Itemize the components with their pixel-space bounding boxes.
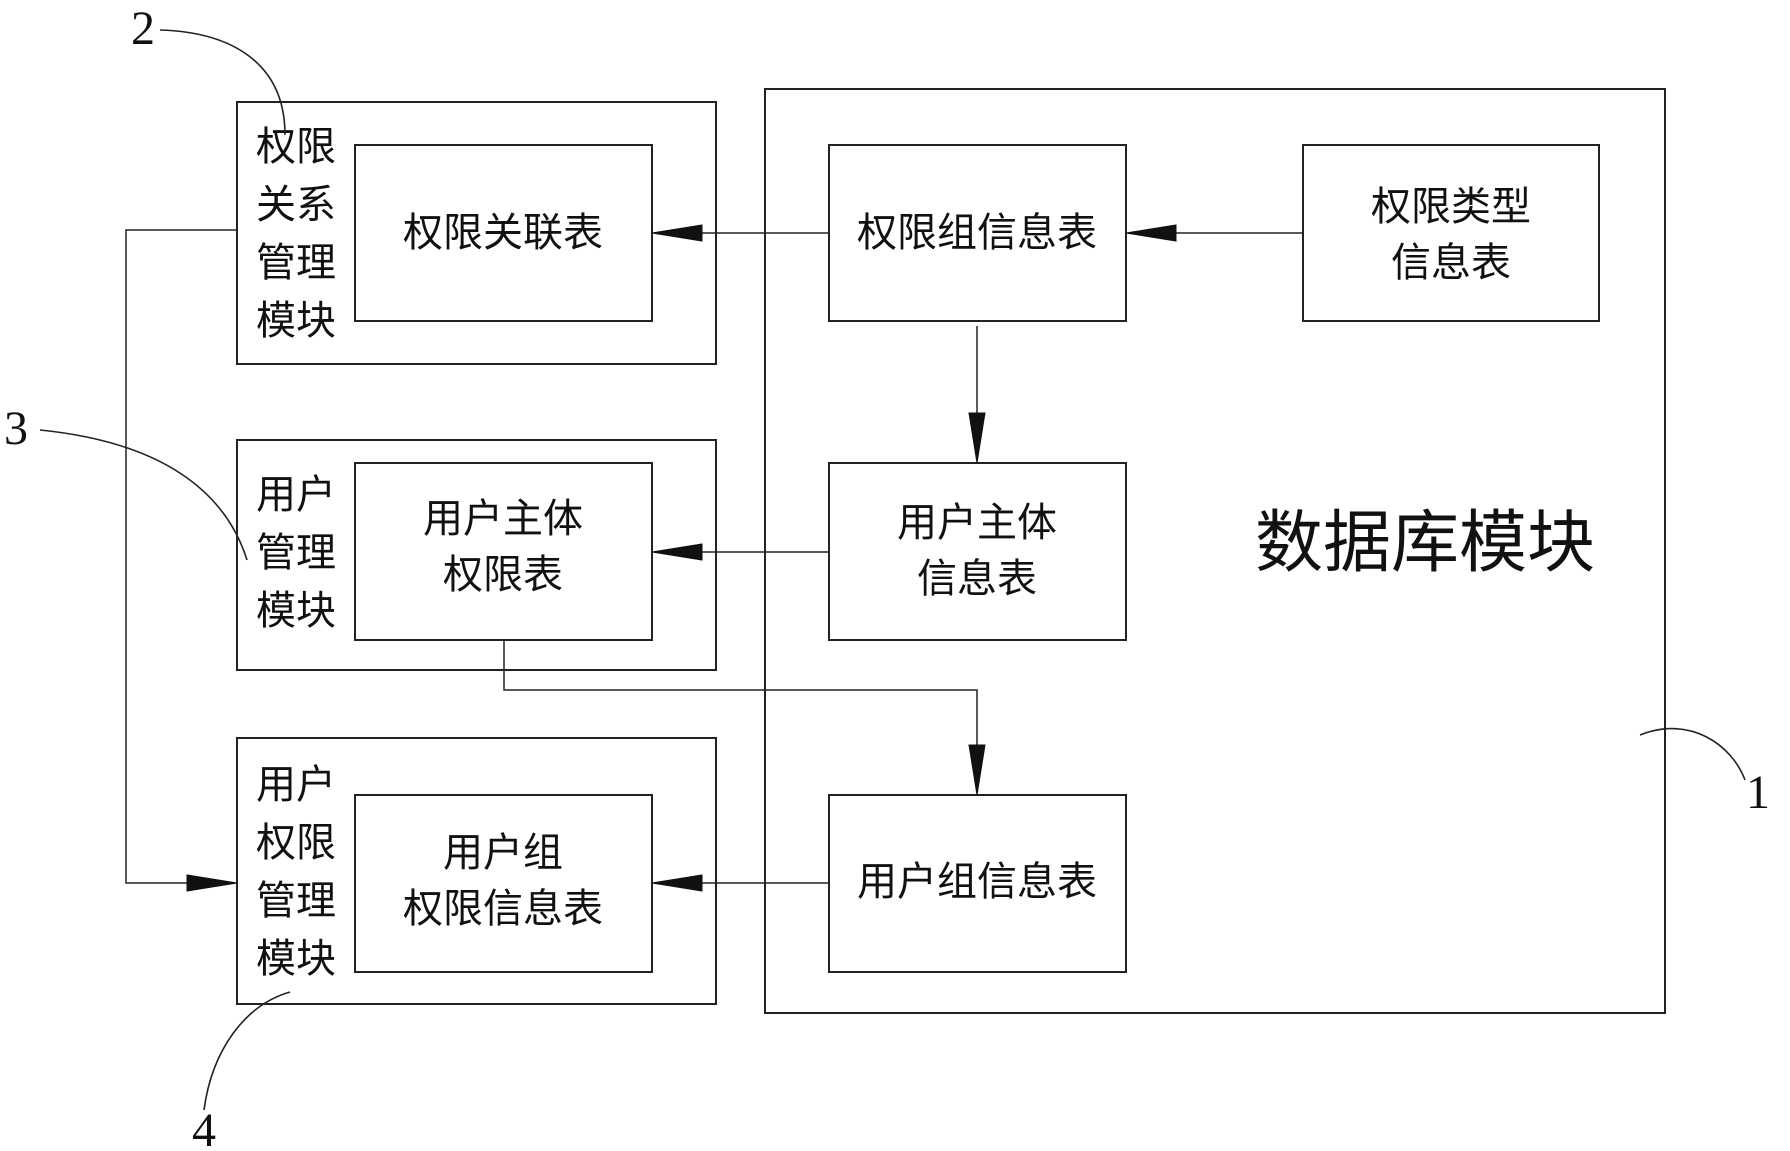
arrow-relation-to-user-permission-module-head xyxy=(187,875,237,891)
arrow-type-to-group-head xyxy=(1126,225,1176,241)
permission-association-table: 权限关联表 xyxy=(355,145,652,321)
permission-relation-module-label-line-1: 权限 xyxy=(256,124,336,170)
arrow-subject-info-to-subject-permission xyxy=(652,544,829,560)
user-group-permission-info-table-label-line-2: 权限信息表 xyxy=(403,886,603,932)
ref-number-3-leader xyxy=(40,430,247,560)
permission-relation-module-label-line-4: 模块 xyxy=(256,298,336,344)
user-group-permission-info-table-label-line-1: 用户组 xyxy=(443,830,563,876)
arrow-subject-info-to-subject-permission-head xyxy=(652,544,702,560)
user-subject-permission-table-label-line-2: 权限表 xyxy=(443,552,563,598)
arrow-group-to-association xyxy=(652,225,829,241)
arrow-group-info-to-group-permission-head xyxy=(652,875,702,891)
user-subject-permission-table-label-line-1: 用户主体 xyxy=(423,496,583,542)
arrow-group-to-subject-info-head xyxy=(969,413,985,463)
user-subject-info-table: 用户主体 信息表 xyxy=(829,463,1126,640)
user-subject-info-table-label-line-2: 信息表 xyxy=(917,556,1037,602)
permission-group-info-table-label: 权限组信息表 xyxy=(857,210,1097,256)
user-group-permission-info-table-box xyxy=(355,795,652,972)
arrow-type-to-group xyxy=(1126,225,1303,241)
user-management-module-label-line-1: 用户 xyxy=(256,472,336,518)
permission-relation-module: 权限 关系 管理 模块 权限关联表 xyxy=(237,102,716,364)
arrow-group-info-to-group-permission xyxy=(652,875,829,891)
arrow-subject-permission-to-group-info-head xyxy=(969,745,985,795)
user-permission-module-label-line-1: 用户 xyxy=(256,762,336,808)
permission-type-info-table-label-line-2: 信息表 xyxy=(1391,240,1511,286)
permission-relation-module-label-line-3: 管理 xyxy=(256,240,336,286)
user-subject-permission-table: 用户主体 权限表 xyxy=(355,463,652,640)
user-group-info-table: 用户组信息表 xyxy=(829,795,1126,972)
database-module-title: 数据库模块 xyxy=(1255,504,1595,583)
user-permission-module: 用户 权限 管理 模块 用户组 权限信息表 xyxy=(237,738,716,1004)
arrow-subject-permission-to-group-info xyxy=(504,640,985,795)
user-permission-module-label-line-3: 管理 xyxy=(256,878,336,924)
user-subject-info-table-box xyxy=(829,463,1126,640)
permission-association-table-label: 权限关联表 xyxy=(403,210,603,256)
arrow-relation-to-user-permission-module-line xyxy=(126,230,237,883)
permission-type-info-table-box xyxy=(1303,145,1599,321)
ref-number-2: 2 xyxy=(131,2,155,55)
ref-number-1: 1 xyxy=(1746,766,1770,819)
ref-number-1-leader xyxy=(1640,729,1745,780)
user-management-module-label-line-3: 模块 xyxy=(256,588,336,634)
arrow-subject-permission-to-group-info-line xyxy=(504,640,977,745)
user-permission-module-label-line-2: 权限 xyxy=(256,820,336,866)
ref-number-4: 4 xyxy=(192,1104,216,1151)
arrow-relation-to-user-permission-module xyxy=(126,230,237,891)
arrow-group-to-association-head xyxy=(652,225,702,241)
ref-number-4-leader xyxy=(204,992,290,1110)
ref-number-2-leader xyxy=(160,30,285,135)
ref-number-3: 3 xyxy=(4,402,28,455)
user-group-info-table-label: 用户组信息表 xyxy=(857,859,1097,905)
database-module: 数据库模块 权限类型 信息表 权限组信息表 用户主体 信息表 用户组信息表 xyxy=(765,89,1665,1013)
user-subject-info-table-label-line-1: 用户主体 xyxy=(897,500,1057,546)
permission-relation-module-label-line-2: 关系 xyxy=(256,182,336,228)
permission-type-info-table: 权限类型 信息表 xyxy=(1303,145,1599,321)
user-group-permission-info-table: 用户组 权限信息表 xyxy=(355,795,652,972)
permission-group-info-table: 权限组信息表 xyxy=(829,145,1126,321)
user-permission-module-label-line-4: 模块 xyxy=(256,936,336,982)
permission-type-info-table-label-line-1: 权限类型 xyxy=(1371,184,1531,230)
user-management-module: 用户 管理 模块 用户主体 权限表 xyxy=(237,440,716,670)
user-management-module-label-line-2: 管理 xyxy=(256,530,336,576)
arrow-group-to-subject-info xyxy=(969,326,985,463)
